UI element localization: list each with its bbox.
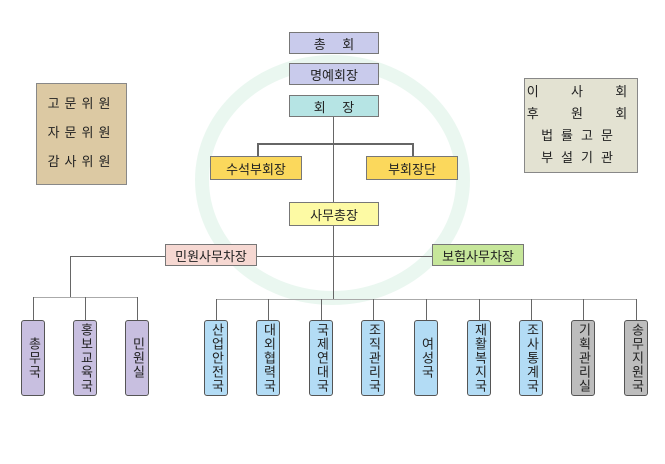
label: 민원사무차장 [175, 249, 247, 265]
civil-deputy-box: 민원사무차장 [165, 244, 257, 266]
department-box: 송무지원국 [624, 320, 648, 396]
label: 명예회장 [310, 68, 358, 84]
honorary-chairman-box: 명예회장 [289, 63, 379, 85]
department-box: 조직관리국 [361, 320, 385, 396]
connector [412, 143, 414, 157]
connector [257, 143, 259, 157]
department-box: 재활복지국 [467, 320, 491, 396]
department-label: 홍보교육국 [77, 323, 93, 393]
connector [636, 299, 637, 320]
label: 보험사무차장 [442, 249, 514, 265]
chairman-box: 회 장 [289, 95, 379, 117]
general-assembly-box: 총 회 [289, 32, 379, 54]
board-panel: 이 사 회 후 원 회 법률고문 부설기관 [524, 78, 638, 173]
panel-item: 감사위원 [47, 155, 116, 170]
label: 총 회 [313, 37, 355, 53]
department-label: 조사통계국 [523, 323, 539, 393]
label: 사무총장 [310, 208, 358, 224]
department-box: 총무국 [21, 320, 45, 396]
advisory-panel: 고문위원 자문위원 감사위원 [36, 83, 127, 185]
department-box: 홍보교육국 [73, 320, 97, 396]
panel-item: 후 원 회 [526, 107, 636, 122]
connector [426, 299, 427, 320]
senior-vice-chairman-box: 수석부회장 [210, 156, 302, 180]
department-label: 기획관리실 [575, 323, 591, 393]
connector [321, 299, 322, 320]
connector [70, 256, 71, 297]
department-box: 기획관리실 [571, 320, 595, 396]
connector [479, 299, 480, 320]
label: 회 장 [313, 100, 355, 116]
department-label: 국제연대국 [313, 323, 329, 393]
department-label: 산업안전국 [208, 323, 224, 393]
department-box: 대외협력국 [256, 320, 280, 396]
department-label: 대외협력국 [260, 323, 276, 393]
panel-item: 자문위원 [47, 126, 116, 141]
panel-item: 고문위원 [47, 97, 116, 112]
connector [85, 297, 86, 320]
department-box: 조사통계국 [519, 320, 543, 396]
department-label: 여성국 [418, 337, 434, 379]
connector [268, 299, 269, 320]
secretary-general-box: 사무총장 [289, 202, 379, 226]
department-label: 조직관리국 [365, 323, 381, 393]
department-label: 재활복지국 [471, 323, 487, 393]
connector [583, 299, 584, 320]
department-box: 민원실 [125, 320, 149, 396]
connector [373, 299, 374, 320]
department-box: 산업안전국 [204, 320, 228, 396]
label: 부회장단 [388, 162, 436, 178]
connector [33, 297, 34, 320]
department-box: 여성국 [414, 320, 438, 396]
panel-item: 부설기관 [541, 151, 621, 166]
department-box: 국제연대국 [309, 320, 333, 396]
vice-chairmen-box: 부회장단 [366, 156, 458, 180]
panel-item: 법률고문 [541, 129, 621, 144]
department-label: 민원실 [129, 337, 145, 379]
connector [531, 299, 532, 320]
connector [216, 299, 217, 320]
label: 수석부회장 [226, 162, 286, 178]
insurance-deputy-box: 보험사무차장 [432, 244, 524, 266]
connector [137, 297, 138, 320]
connector-vice [257, 143, 414, 145]
department-label: 송무지원국 [628, 323, 644, 393]
panel-item: 이 사 회 [526, 85, 636, 100]
department-label: 총무국 [25, 337, 41, 379]
